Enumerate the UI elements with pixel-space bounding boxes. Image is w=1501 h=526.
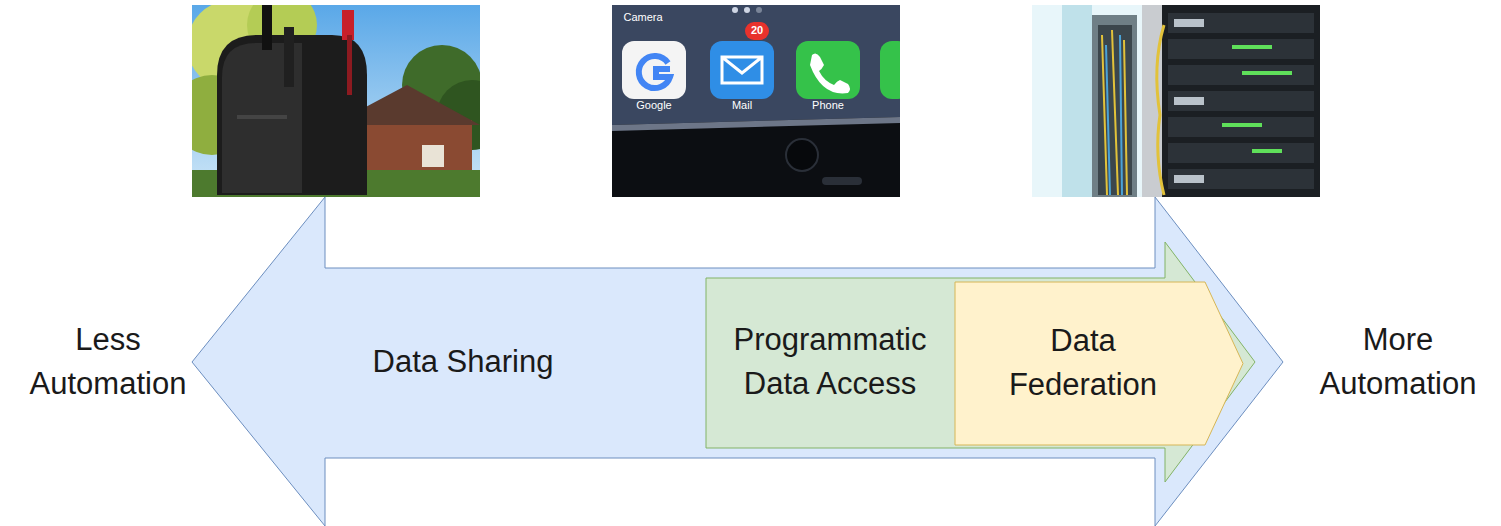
arrow-outline [955,282,1243,445]
badge-count: 20 [745,22,769,39]
server-photo [1032,5,1320,197]
node-label: Data Sharing [313,340,613,384]
axis-label: More Automation [1303,318,1493,406]
app-label: Google [619,99,689,112]
node-label: Programmatic Data Access [710,318,950,406]
app-label: Camera [613,11,673,24]
app-label: Mail [707,99,777,112]
app-label: Phone [793,99,863,112]
mailbox-photo [192,5,480,197]
node-label: Data Federation [993,319,1173,407]
arrow-path [955,282,1243,445]
arrow-path [706,242,1255,482]
axis-label: Less Automation [13,318,203,406]
double-arrow-band: Data Sharing Programmatic Data Access Data… [192,197,1283,526]
arrow-path [192,197,1283,526]
pentagon-arrow: Data Federation [955,282,1243,445]
arrow-band: Programmatic Data Access Data Federation [706,242,1255,482]
